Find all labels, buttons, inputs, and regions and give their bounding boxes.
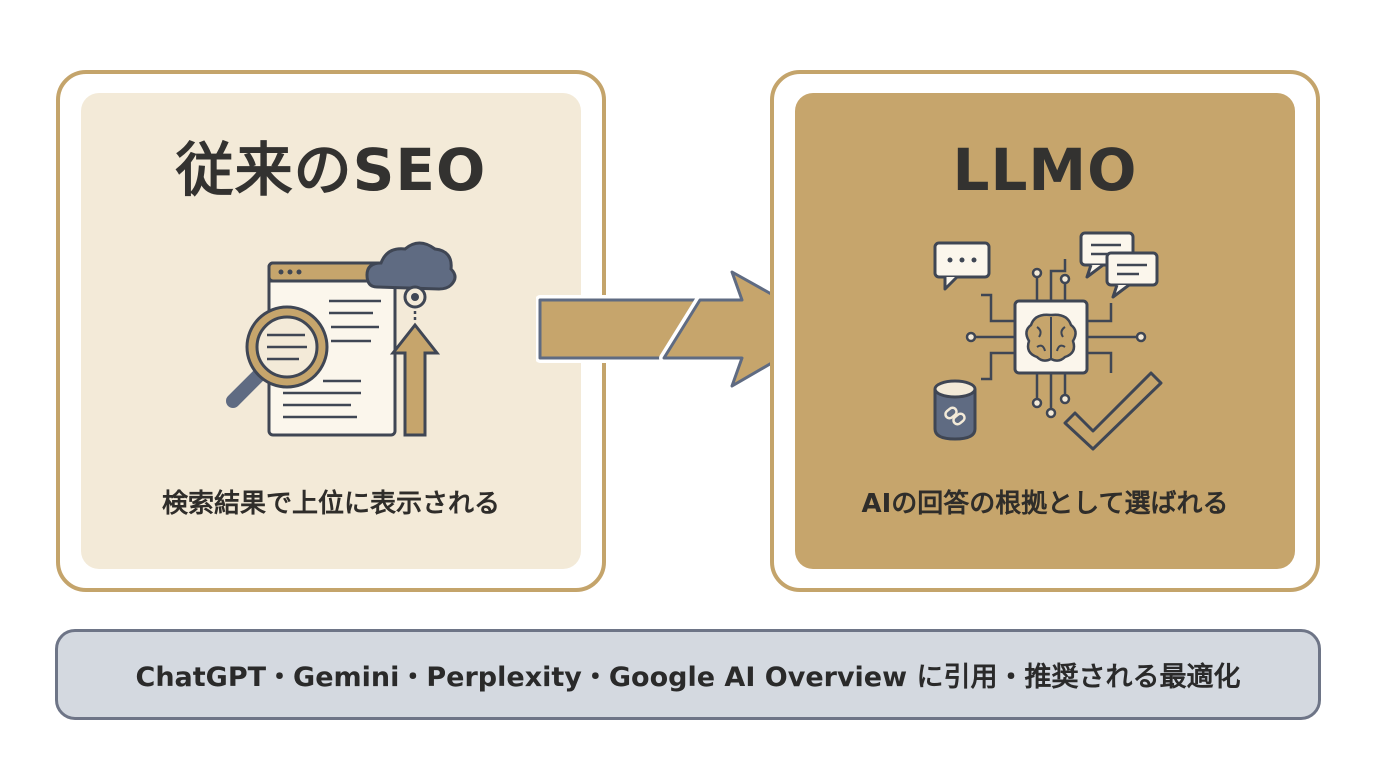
ai-brain-chip-icon: [1013, 299, 1089, 375]
seo-panel: 従来のSEO: [56, 70, 606, 592]
llmo-illustration: [933, 231, 1163, 451]
llmo-panel-subtitle: AIの回答の根拠として選ばれる: [861, 489, 1229, 519]
seo-panel-inner: 従来のSEO: [81, 93, 581, 569]
llmo-panel-title: LLMO: [952, 136, 1138, 204]
up-arrow-icon: [389, 322, 441, 437]
magnifying-glass-icon: [226, 305, 329, 408]
chat-bubble-icon: [933, 231, 1159, 299]
browser-window-icon: [267, 261, 397, 437]
seo-illustration: [226, 241, 457, 437]
seo-panel-subtitle: 検索結果で上位に表示される: [161, 489, 500, 519]
platforms-banner-text: ChatGPT・Gemini・Perplexity・Google AI Over…: [135, 662, 1241, 693]
llmo-panel: LLMO: [770, 70, 1320, 592]
transition-arrow-icon: [536, 267, 837, 391]
llmo-panel-inner: LLMO: [795, 93, 1295, 569]
checkmark-icon: [1063, 371, 1163, 451]
seo-panel-title: 従来のSEO: [175, 136, 487, 204]
circuit-traces: [965, 259, 1147, 419]
cloud-gear-icon: [365, 241, 457, 321]
database-link-icon: [933, 379, 977, 441]
platforms-banner: ChatGPT・Gemini・Perplexity・Google AI Over…: [55, 629, 1321, 720]
